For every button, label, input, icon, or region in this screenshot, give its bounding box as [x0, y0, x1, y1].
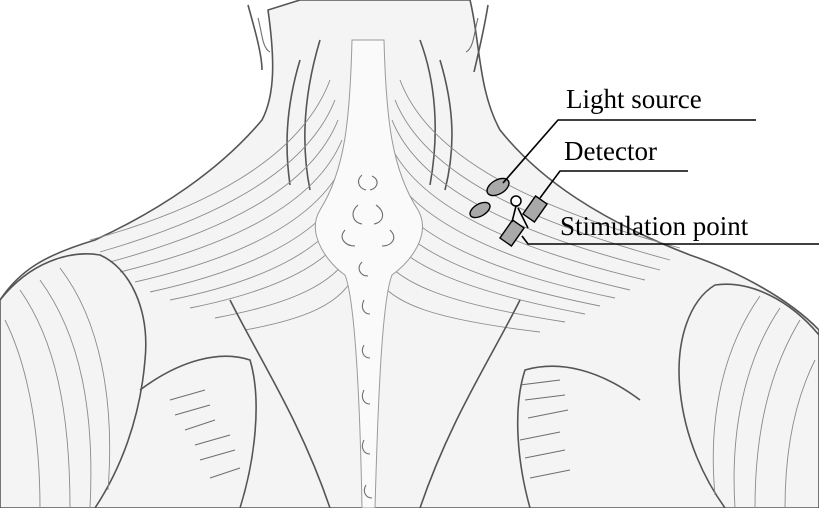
light-source-label: Light source	[566, 84, 702, 114]
neck-left-outline	[248, 5, 262, 70]
detector-label: Detector	[564, 136, 657, 166]
stimulation-point-label: Stimulation point	[560, 211, 749, 241]
left-ear-lobe	[258, 18, 270, 52]
stimulation-point-dot	[511, 196, 521, 206]
